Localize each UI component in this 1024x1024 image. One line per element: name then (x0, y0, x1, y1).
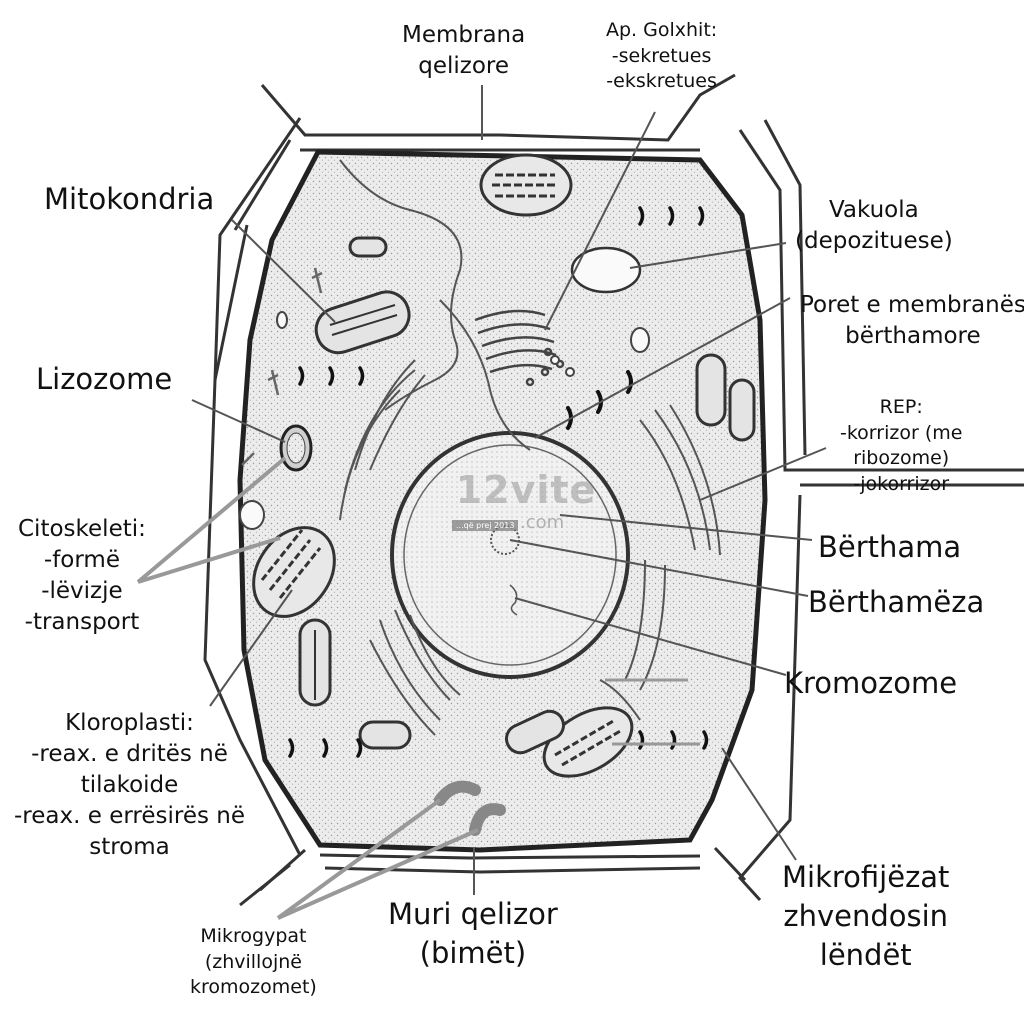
label-muri: Muri qelizor(bimët) (388, 897, 558, 971)
mikrogypat-leaders (276, 798, 479, 920)
golgi-apparatus (474, 309, 565, 387)
chromatin (509, 584, 518, 616)
leader-lines (191, 85, 827, 895)
rough-er (339, 359, 721, 736)
chloroplast (252, 526, 336, 618)
endoplasmic-strand (339, 159, 531, 451)
label-mitokondria: Mitokondria (44, 182, 215, 216)
lysosome (279, 424, 313, 472)
microtubule-hooks (434, 780, 506, 836)
label-kromozome: Kromozome (784, 666, 958, 700)
citoskeleti-leaders (136, 456, 287, 584)
chloroplast (479, 153, 573, 217)
watermark-tag: ...që prej 2013 (452, 520, 519, 531)
label-lizozome: Lizozome (36, 362, 173, 396)
vacuole (570, 246, 642, 294)
mitochondria-cristae (314, 304, 398, 700)
label-vakuola: Vakuola(depozituese) (795, 197, 953, 255)
label-berthama: Bërthama (818, 530, 962, 564)
nucleus (390, 431, 630, 679)
label-berthameza: Bërthamëza (808, 585, 985, 619)
chloroplast (542, 706, 634, 778)
label-citoskeleti: Citoskeleti:-formë-lëvizje-transport (18, 516, 146, 636)
microfilaments-marks (288, 206, 709, 758)
label-golxhi: Ap. Golxhit:-sekretues-ekskretues (606, 19, 718, 93)
vesicles (239, 311, 650, 530)
watermark-domain: .com (520, 512, 565, 533)
watermark-logo: 12vite (455, 468, 597, 512)
cell-wall (203, 73, 1024, 907)
cytoskeleton-fibers (241, 267, 323, 466)
